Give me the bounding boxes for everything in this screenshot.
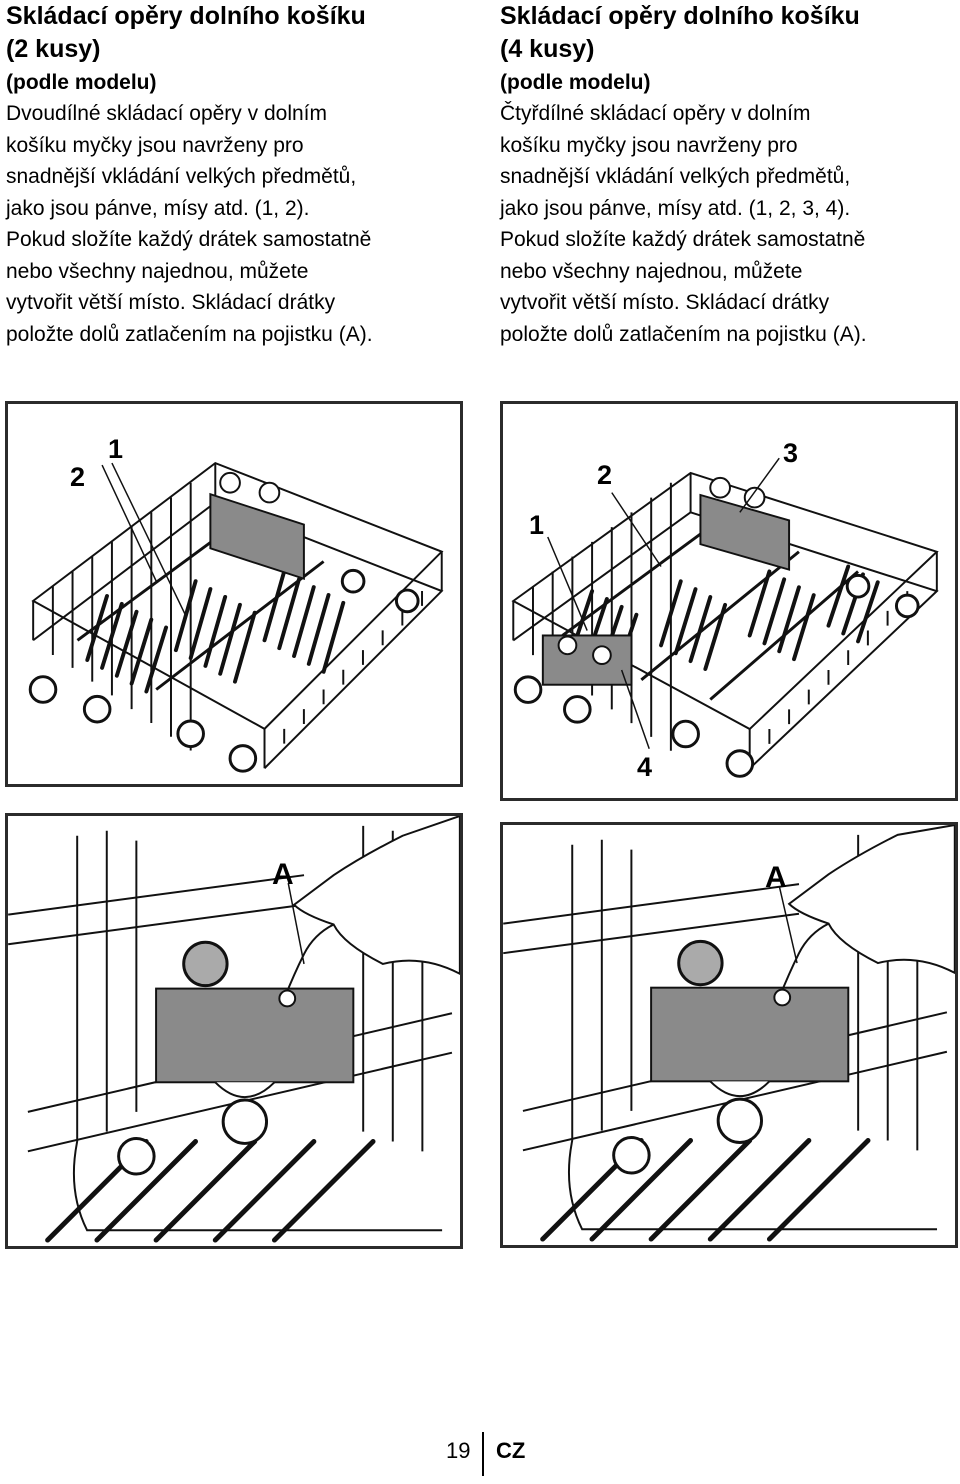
left-line: košíku myčky jsou navrženy pro (6, 133, 304, 157)
left-line: nebo všechny najednou, můžete (6, 259, 309, 283)
callout-2: 2 (597, 460, 613, 490)
left-title-line2: (2 kusy) (6, 35, 101, 63)
callout-a: A (765, 861, 787, 894)
callout-2: 2 (70, 462, 86, 492)
left-line: Pokud složíte každý drátek samostatně (6, 228, 372, 251)
right-line: vytvořit větší místo. Skládací drátky (500, 291, 830, 314)
left-line: položte dolů zatlačením na pojistku (A). (6, 322, 373, 346)
right-line: nebo všechny najednou, můžete (500, 259, 803, 283)
page-number: 19 (446, 1438, 471, 1463)
footer-divider (482, 1432, 484, 1476)
latch-illustration (503, 825, 955, 1242)
figure-basket-2-supports: 2 1 (5, 401, 463, 787)
right-title-line2: (4 kusy) (500, 35, 595, 63)
left-line: vytvořit větší místo. Skládací drátky (6, 291, 336, 314)
latch-illustration (8, 816, 460, 1243)
right-text-column: Skládací opěry dolního košíku (4 kusy) (… (500, 0, 960, 350)
left-line: Dvoudílné skládací opěry v dolním (6, 102, 327, 125)
left-title-line1: Skládací opěry dolního košíku (6, 2, 366, 30)
right-line: Čtyřdílné skládací opěry v dolním (500, 102, 811, 125)
callout-4: 4 (637, 752, 653, 782)
left-line: jako jsou pánve, mísy atd. (1, 2). (6, 196, 310, 220)
left-subtitle: (podle modelu) (6, 71, 157, 94)
figure-latch-detail-right: A (500, 822, 958, 1248)
callout-a: A (272, 858, 294, 891)
language-code: CZ (496, 1438, 526, 1463)
callout-3: 3 (783, 438, 799, 468)
basket-illustration (511, 457, 939, 778)
left-line: snadnější vkládání velkých předmětů, (6, 165, 357, 188)
basket-illustration (28, 461, 444, 773)
right-line: snadnější vkládání velkých předmětů, (500, 165, 851, 188)
right-line: položte dolů zatlačením na pojistku (A). (500, 322, 867, 346)
right-title-line1: Skládací opěry dolního košíku (500, 2, 860, 30)
left-text-column: Skládací opěry dolního košíku (2 kusy) (… (6, 0, 468, 350)
right-line: Pokud složíte každý drátek samostatně (500, 228, 866, 251)
right-line: jako jsou pánve, mísy atd. (1, 2, 3, 4). (500, 196, 851, 220)
callout-1: 1 (529, 510, 545, 540)
figure-latch-detail-left: A (5, 813, 463, 1249)
right-subtitle: (podle modelu) (500, 71, 651, 94)
right-line: košíku myčky jsou navrženy pro (500, 133, 798, 157)
figure-basket-4-supports: 1 2 3 4 (500, 401, 958, 801)
callout-1: 1 (108, 434, 124, 464)
